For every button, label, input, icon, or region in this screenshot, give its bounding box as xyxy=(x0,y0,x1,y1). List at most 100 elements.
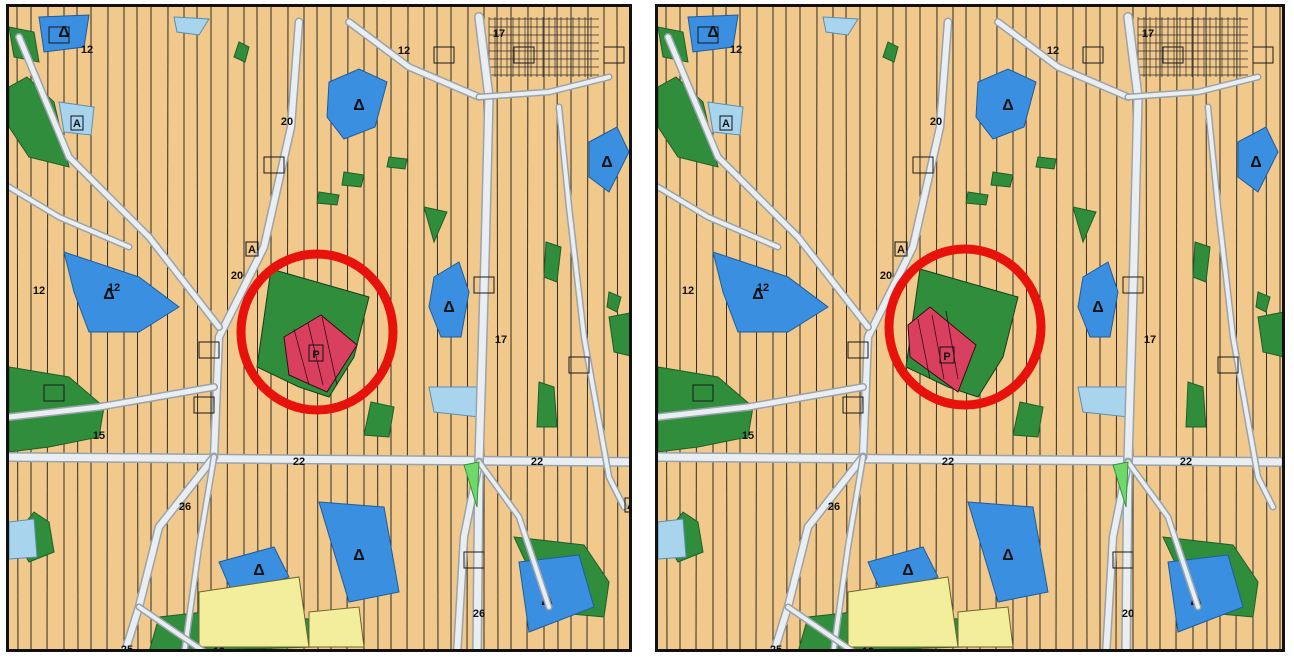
blue-zone xyxy=(975,68,1037,140)
forest-area xyxy=(965,191,989,206)
forest-area xyxy=(423,206,448,244)
light-blue-area xyxy=(707,101,744,136)
road-12 xyxy=(665,34,871,330)
road-number: 12 xyxy=(1047,45,1059,57)
annotation-box xyxy=(1112,551,1134,569)
annotation-box xyxy=(198,341,220,359)
forest-area xyxy=(608,312,629,357)
road-sw xyxy=(182,455,216,649)
triangle-symbol: Δ xyxy=(1250,154,1262,171)
parcel-line xyxy=(166,7,169,649)
parcel-line xyxy=(436,7,439,649)
road-number: 22 xyxy=(531,456,543,468)
light-blue-area xyxy=(822,16,859,36)
triangle-symbol: Δ xyxy=(1092,299,1104,316)
light-blue-area xyxy=(58,101,95,136)
triangle-symbol: Δ xyxy=(253,562,265,579)
annotation-box xyxy=(692,384,714,402)
road-number: 26 xyxy=(473,608,485,620)
blue-zone xyxy=(63,251,180,333)
road-17 xyxy=(473,13,493,649)
parcel-line xyxy=(1085,7,1088,649)
road-east xyxy=(1206,105,1275,509)
zone-code-box xyxy=(70,115,84,131)
annotation-box xyxy=(847,341,869,359)
forest-area xyxy=(990,171,1014,188)
forest-area xyxy=(363,401,395,438)
forest-area xyxy=(1255,291,1271,313)
forest-area xyxy=(536,381,558,428)
road-number: 12 xyxy=(81,44,93,56)
highlight-circle xyxy=(236,249,398,415)
triangle-symbol: Δ xyxy=(1002,97,1014,114)
parcel-line xyxy=(1235,7,1238,649)
annotation-box xyxy=(263,156,285,174)
road-number: 20 xyxy=(281,116,293,128)
annotation-box xyxy=(1162,46,1184,64)
annotation-box xyxy=(473,276,495,294)
road-20 xyxy=(860,19,951,460)
highlight-circle xyxy=(884,244,1046,410)
zone-code-box xyxy=(624,497,629,513)
forest-area xyxy=(1012,401,1044,438)
road-number: 25 xyxy=(770,644,782,652)
road-number: 15 xyxy=(742,430,754,442)
road-number: 22 xyxy=(293,456,305,468)
annotation-box xyxy=(568,356,590,374)
parcel-line xyxy=(1145,7,1148,649)
grid-line xyxy=(931,314,945,380)
road-number: 17 xyxy=(1144,334,1156,346)
road-number: 25 xyxy=(121,644,133,652)
road-12 xyxy=(16,34,222,330)
annotation-box xyxy=(603,46,625,64)
annotation-box xyxy=(433,46,455,64)
blue-zone xyxy=(428,261,470,338)
annotation-box xyxy=(513,46,535,64)
zone-code-box xyxy=(308,344,324,362)
light-blue-area xyxy=(658,518,687,560)
road-25 xyxy=(122,454,217,649)
forest-area xyxy=(316,191,340,206)
annotation-box xyxy=(1217,356,1239,374)
triangle-symbol: Δ xyxy=(707,24,719,41)
forest-area xyxy=(341,171,365,188)
grid-line xyxy=(945,310,959,380)
road-number: 12 xyxy=(682,285,694,297)
road-number: 20 xyxy=(930,116,942,128)
road-west xyxy=(9,185,131,249)
dense-parcel-block xyxy=(1137,17,1248,77)
forest-area xyxy=(1072,206,1097,244)
blue-zone xyxy=(588,126,629,193)
zone-code-box xyxy=(245,241,259,257)
road-19 xyxy=(137,605,204,649)
grid-line xyxy=(321,316,338,386)
road-west xyxy=(658,185,780,249)
zone-code-label: A xyxy=(627,500,632,512)
annotation-box xyxy=(1122,276,1144,294)
road-15 xyxy=(9,384,217,420)
triangle-symbol: Δ xyxy=(103,286,115,303)
road-number: 22 xyxy=(1180,456,1192,468)
annotation-box xyxy=(842,396,864,414)
triangle-symbol: Δ xyxy=(601,154,613,171)
road-15 xyxy=(658,384,866,420)
road-number: 19 xyxy=(213,646,225,652)
triangle-symbol: Δ xyxy=(902,562,914,579)
parcel-line xyxy=(406,7,409,649)
annotation-box xyxy=(48,26,70,44)
annotation-box xyxy=(697,26,719,44)
zone-code-label: P xyxy=(943,351,950,363)
forest-area xyxy=(658,76,719,168)
road-number: 19 xyxy=(862,646,874,652)
grid-line xyxy=(293,328,310,386)
planned-development-parcel xyxy=(283,314,358,393)
zone-code-label: P xyxy=(312,349,319,361)
traffic-island xyxy=(1112,461,1129,508)
zone-code-box xyxy=(939,346,955,364)
road-22 xyxy=(9,453,629,466)
blue-zone xyxy=(1077,261,1119,338)
parcel-line xyxy=(586,7,589,649)
